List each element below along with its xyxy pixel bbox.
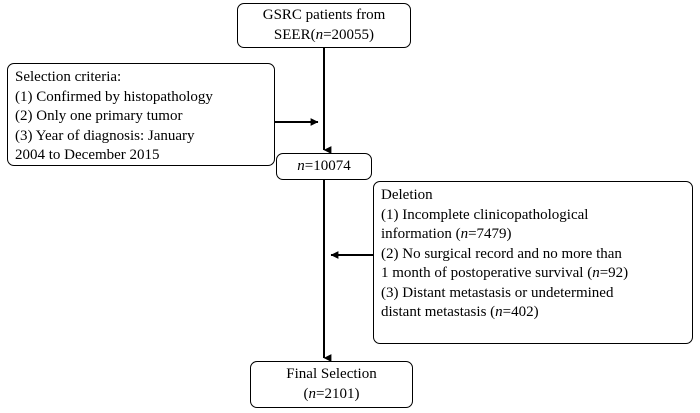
final-selection-box: Final Selection (n=2101) [250, 361, 413, 408]
source-cohort-line1: GSRC patients from [262, 7, 386, 23]
deletion-item-2-n-symbol: n [592, 265, 600, 281]
selection-criteria-item-3-cont: 2004 to December 2015 [15, 147, 160, 163]
selection-criteria-item-2: (2) Only one primary tumor [15, 108, 183, 124]
intermediate-n-symbol: n [297, 157, 305, 174]
selection-criteria-item-3: (3) Year of diagnosis: January [15, 127, 195, 144]
source-cohort-box: GSRC patients from SEER(n=20055) [237, 3, 411, 48]
deletion-item-3-line-2: distant metastasis (n=402) [381, 303, 685, 323]
final-selection-count: =2101) [316, 385, 360, 402]
selection-criteria-box: Selection criteria: (1) Confirmed by his… [7, 63, 275, 166]
final-selection-line2: (n=2101) [304, 385, 360, 405]
intermediate-count-text: n=10074 [297, 157, 350, 177]
deletion-heading: Deletion [381, 187, 433, 203]
deletion-criteria-box: Deletion (1) Incomplete clinicopathologi… [373, 181, 693, 344]
deletion-item-3-cont: distant metastasis ( [381, 304, 496, 320]
final-selection-n-symbol: n [308, 385, 317, 402]
deletion-item-3-line-1: (3) Distant metastasis or undetermined [381, 284, 685, 304]
deletion-item-1-cont: information ( [381, 226, 461, 242]
source-cohort-count: =20055) [323, 26, 375, 43]
source-cohort-line2: SEER(n=20055) [274, 26, 374, 46]
selection-criteria-item-1: (1) Confirmed by histopathology [15, 88, 213, 105]
source-cohort-n-symbol: n [315, 26, 324, 43]
intermediate-count-box: n=10074 [276, 153, 372, 180]
deletion-item-3-n-symbol: n [495, 304, 503, 320]
deletion-item-2-line-2: 1 month of postoperative survival (n=92) [381, 264, 685, 284]
deletion-item-2-cont: 1 month of postoperative survival ( [381, 265, 593, 281]
deletion-item-3-count: =402) [502, 304, 539, 320]
deletion-item-1-line-2: information (n=7479) [381, 225, 685, 245]
deletion-item-1-n-symbol: n [460, 226, 469, 242]
deletion-item-2-count: =92) [599, 265, 629, 281]
deletion-item-2-text: (2) No surgical record and no more than [381, 245, 622, 262]
deletion-item-3-text: (3) Distant metastasis or undetermined [381, 284, 614, 301]
source-cohort-prefix: SEER( [273, 26, 316, 43]
final-selection-prefix: ( [303, 385, 309, 402]
selection-criteria-heading: Selection criteria: [15, 69, 122, 85]
deletion-item-1-text: (1) Incomplete clinicopathological [381, 206, 589, 223]
deletion-item-1-count: =7479) [468, 226, 512, 242]
deletion-item-1-line-1: (1) Incomplete clinicopathological [381, 206, 685, 226]
intermediate-count-value: =10074 [304, 157, 351, 174]
deletion-item-2-line-1: (2) No surgical record and no more than [381, 245, 685, 265]
final-selection-line1: Final Selection [286, 366, 377, 382]
